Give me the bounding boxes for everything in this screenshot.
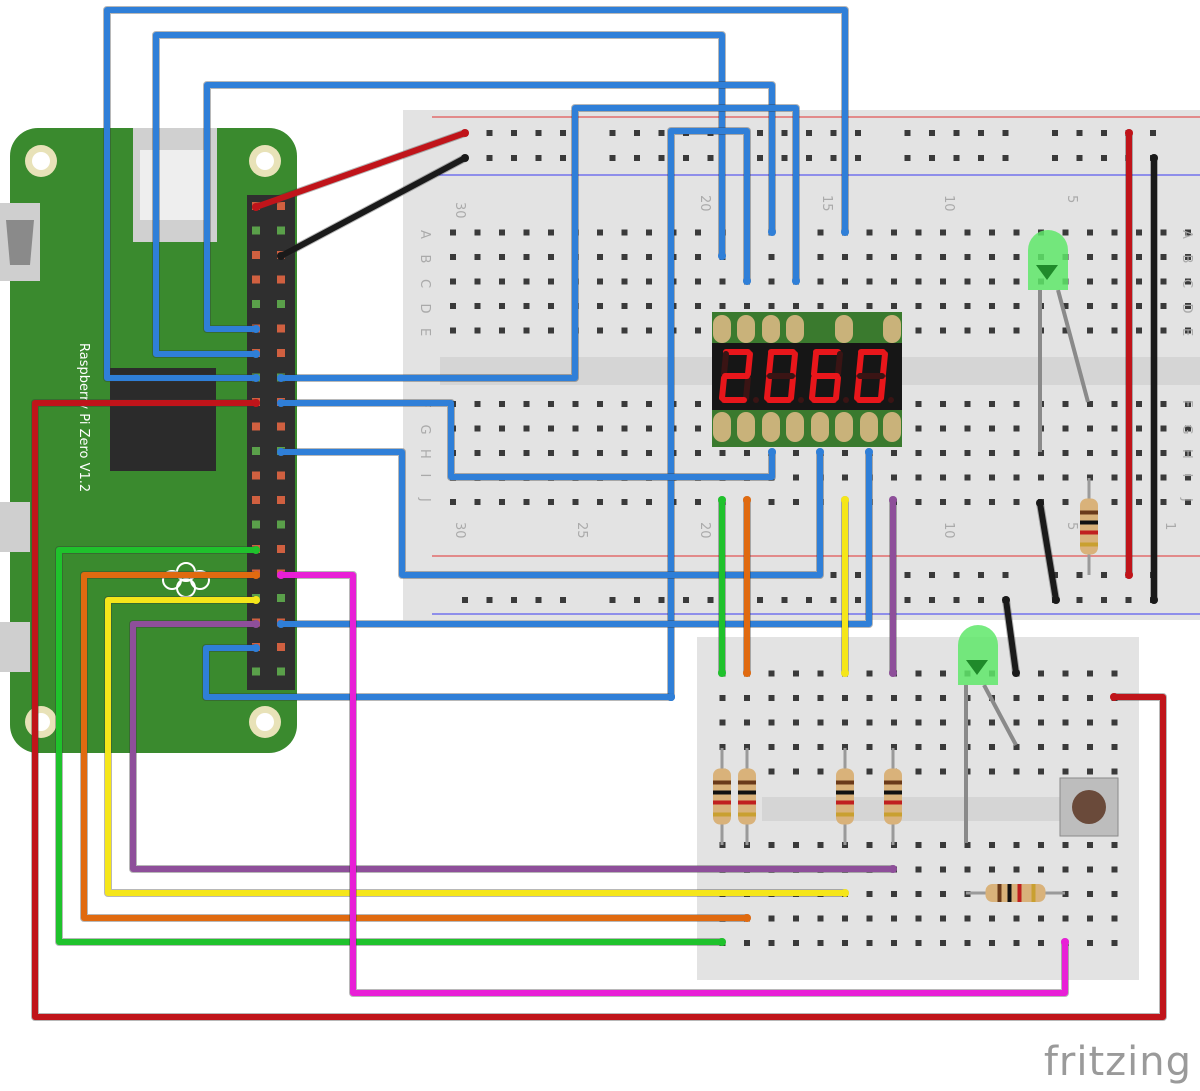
wire-blue-3 <box>204 82 775 332</box>
row-letter-c: C <box>417 279 432 288</box>
wire-blue-8 <box>278 449 872 627</box>
display-digit-1 <box>719 349 759 403</box>
wire-blue-1 <box>104 7 848 381</box>
row-letter-b: B <box>417 255 432 264</box>
breadboard-small <box>697 637 1139 980</box>
wire-black-3 <box>1037 500 1059 603</box>
led-1-icon <box>1028 230 1090 452</box>
raspberry-pi-zero: Raspberry Pi Zero V1.2 <box>0 128 297 753</box>
row-letter-d-right: D <box>1179 304 1194 314</box>
wire-red-2 <box>32 400 1166 1020</box>
wire-blue-9 <box>203 645 674 700</box>
usb-port-1 <box>0 502 30 552</box>
resistor-3-icon <box>836 748 854 845</box>
col-number-20-b: 20 <box>697 522 712 539</box>
wire-orange-1 <box>81 572 750 921</box>
wire-blue-4 <box>278 105 799 381</box>
resistor-6-icon <box>966 884 1065 902</box>
wire-purple-1 <box>130 621 896 872</box>
row-letter-e-right: E <box>1179 328 1194 336</box>
col-number-30: 30 <box>452 202 467 219</box>
wire-green-1 <box>56 547 725 945</box>
wire-yellow-1 <box>105 597 848 896</box>
display-digits <box>719 349 894 403</box>
col-number-15: 15 <box>819 195 834 212</box>
col-number-5: 5 <box>1064 195 1079 203</box>
row-letter-h-right: H <box>1179 449 1194 459</box>
col-number-10-b: 10 <box>941 522 956 539</box>
row-letter-j-right: J <box>1179 497 1194 502</box>
col-number-10: 10 <box>941 195 956 212</box>
push-button-icon <box>1059 777 1119 837</box>
row-letter-b-right: B <box>1179 255 1194 264</box>
breadboard-small-top-holes <box>708 660 1124 782</box>
row-letter-e: E <box>417 328 432 336</box>
breadboard-main: 30 20 15 10 5 30 25 20 10 5 1 A A B B C C D D E E… <box>403 110 1200 620</box>
wires <box>31 6 1167 1021</box>
cpu-chip <box>110 368 216 471</box>
row-letter-a: A <box>417 230 432 239</box>
row-letter-f-right: F <box>1179 400 1194 407</box>
row-letter-i-right: I <box>1179 474 1194 478</box>
row-letter-i: I <box>417 474 432 478</box>
led-2-icon <box>958 625 1018 843</box>
fritzing-watermark: fritzing <box>1043 1039 1192 1085</box>
row-letter-h: H <box>417 449 432 459</box>
col-number-30-b: 30 <box>452 522 467 539</box>
breadboard-main-labels: 30 20 15 10 5 30 25 20 10 5 1 A A B B C C D D E E… <box>417 195 1194 539</box>
display-digit-2 <box>764 349 804 403</box>
display-digit-4 <box>854 349 894 403</box>
col-number-5-b: 5 <box>1064 522 1079 530</box>
gpio-header <box>247 195 295 690</box>
row-letter-d: D <box>417 304 432 314</box>
col-number-1: 1 <box>1162 522 1177 530</box>
resistors <box>713 478 1098 902</box>
wire-red-1 <box>253 130 468 210</box>
resistor-1-icon <box>713 748 731 845</box>
wire-magenta-1 <box>278 572 1068 996</box>
row-letter-a-right: A <box>1179 230 1194 239</box>
resistor-4-icon <box>884 748 902 845</box>
wire-blue-7 <box>278 449 823 578</box>
wire-blue-6 <box>278 400 775 480</box>
wire-black-1 <box>278 155 468 259</box>
row-letter-g-right: G <box>1179 425 1194 435</box>
row-letter-j: J <box>417 497 432 502</box>
seven-segment-display <box>712 312 902 447</box>
wire-black-4 <box>1003 597 1019 676</box>
wire-blue-5 <box>668 128 750 700</box>
col-number-25: 25 <box>574 522 589 539</box>
resistor-5-icon <box>1080 478 1098 575</box>
board-label: Raspberry Pi Zero V1.2 <box>76 343 91 492</box>
display-digit-3 <box>809 349 849 403</box>
row-letter-g: G <box>417 425 432 435</box>
resistor-2-icon <box>738 748 756 845</box>
row-letter-c-right: C <box>1179 279 1194 288</box>
usb-port-2 <box>0 622 30 672</box>
col-number-20: 20 <box>697 195 712 212</box>
